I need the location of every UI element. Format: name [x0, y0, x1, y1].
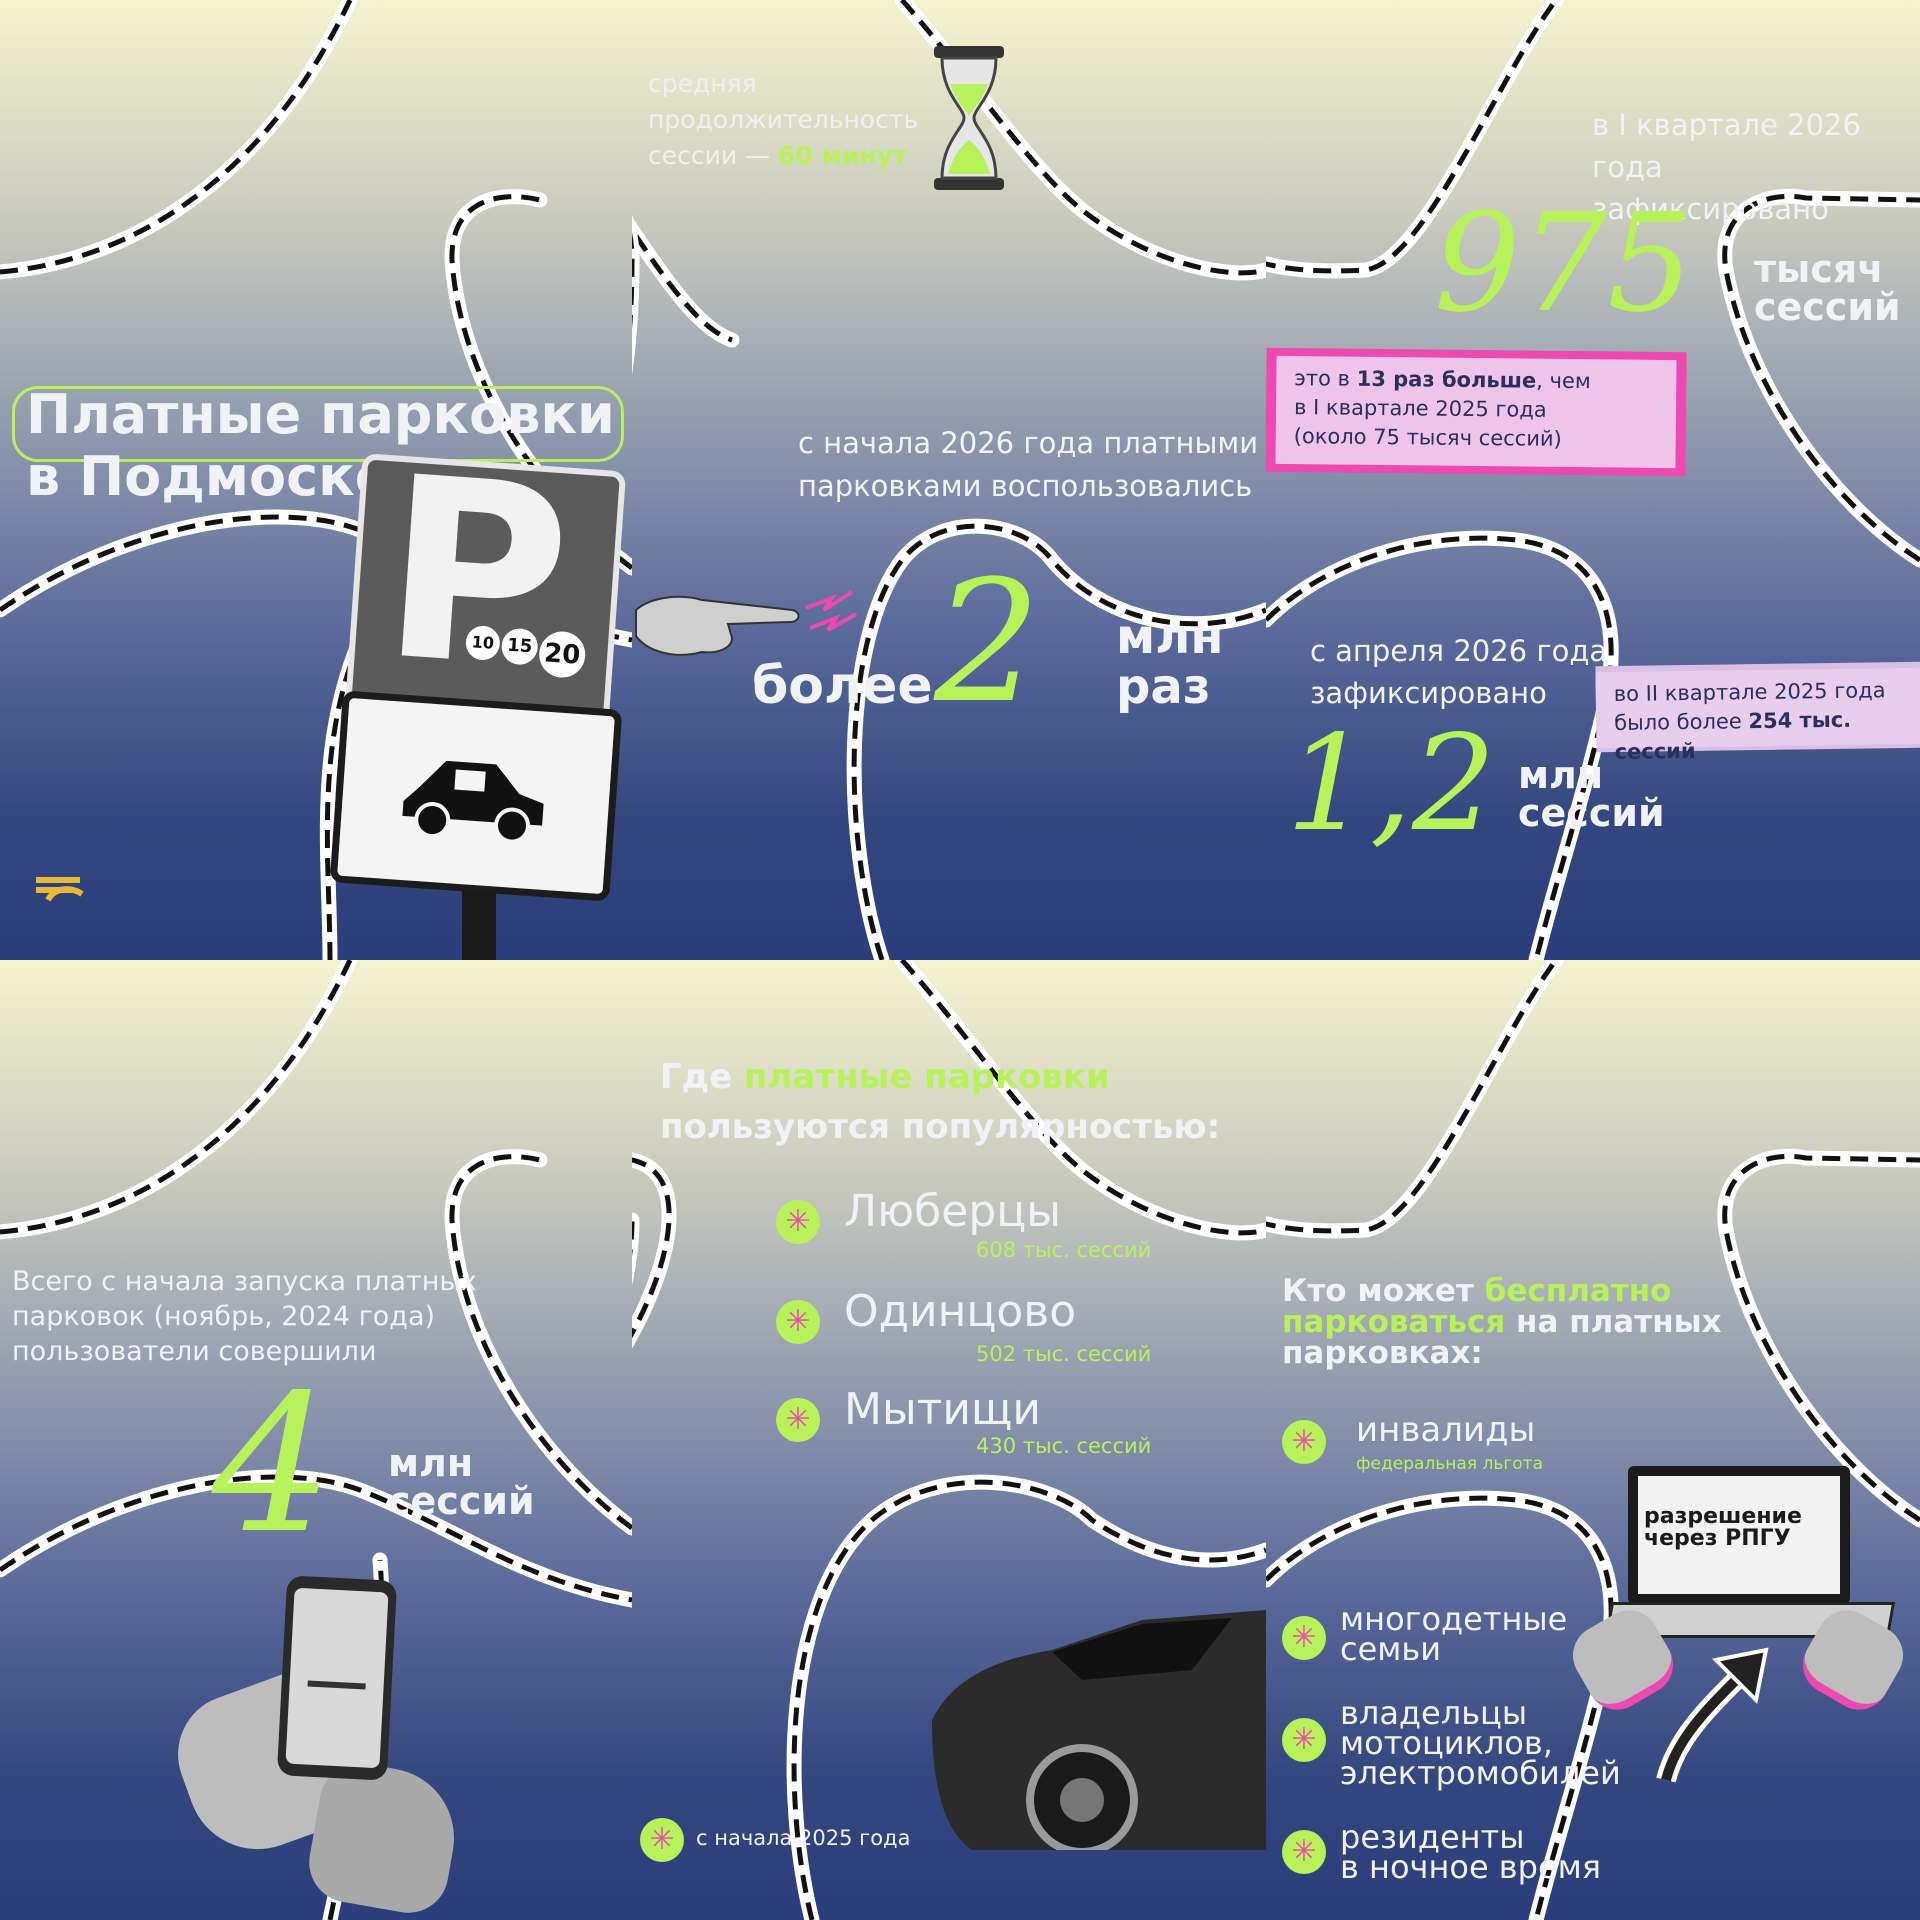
arrow-up-icon [1656, 1647, 1769, 1783]
q1-unit: тысяч сессий [1754, 247, 1901, 329]
free-item: инвалиды [1356, 1410, 1536, 1450]
popular-title: Где платные парковки пользуются популярн… [660, 1057, 1221, 1147]
laptop-screen [1628, 1466, 1850, 1604]
city-bullet-icon [776, 1300, 820, 1344]
car-plate [329, 690, 623, 902]
free-bullet-icon [1282, 1616, 1326, 1660]
laptop-text: разрешение через РПГУ [1644, 1504, 1802, 1551]
city-sessions: 502 тыс. сессий [976, 1342, 1152, 1366]
city-bullet-icon [776, 1398, 820, 1442]
dashed-curves [1266, 960, 1920, 1920]
car-icon [402, 760, 544, 844]
free-item: владельцы мотоциклов, электромобилей [1340, 1694, 1621, 1792]
hours-badge: 10 [464, 624, 501, 662]
parking-hours: 10 15 20 [464, 624, 587, 680]
duration-text: средняя продолжительность сессии — 60 ми… [648, 69, 919, 170]
panel-total: Всего с начала запуска платных парковок … [0, 960, 632, 1920]
april-unit: млн сессий [1518, 753, 1665, 835]
hours-badge: 15 [500, 627, 539, 666]
dashed-curves [1266, 0, 1920, 960]
free-item: многодетные семьи [1340, 1600, 1568, 1668]
hours-badge: 20 [537, 630, 587, 680]
total-unit: млн сессий [388, 1441, 535, 1523]
city-sessions: 608 тыс. сессий [976, 1238, 1152, 1262]
hourglass-icon [934, 46, 1004, 190]
since-2026-text: с начала 2026 года платными парковками в… [798, 426, 1259, 503]
spark-icon [805, 590, 857, 632]
panel-since-2026: средняя продолжительность сессии — 60 ми… [632, 0, 1266, 960]
city-name: Одинцово [844, 1286, 1077, 1337]
car-illustration [932, 1610, 1266, 1850]
dashed-curves [0, 960, 632, 1920]
free-bullet-icon [1282, 1420, 1326, 1464]
pointing-hand-icon [635, 595, 800, 656]
panel-free: Кто может бесплатно парковаться на платн… [1266, 960, 1920, 1920]
since-2026-number: 2 [934, 544, 1041, 740]
free-item-note: федеральная льгота [1356, 1454, 1543, 1474]
free-bullet-icon [1282, 1718, 1326, 1762]
q1-note-tape: это в 13 раз больше, чем в I квартале 20… [1266, 347, 1687, 477]
panel-intro: Платные парковки в Подмосковье P 10 15 2… [0, 0, 632, 960]
free-item: резиденты в ночное время [1340, 1818, 1602, 1886]
phone-device [276, 1575, 398, 1781]
q1-text: в I квартале 2026 года зафиксировано [1592, 108, 1861, 226]
city-name: Мытищи [844, 1384, 1041, 1435]
dashed-curves [632, 960, 1266, 1920]
brand-logo-icon [36, 877, 84, 902]
april-text: с апреля 2026 года зафиксировано [1310, 634, 1608, 710]
title-frame [12, 386, 624, 462]
free-bullet-icon [1282, 1830, 1326, 1874]
april-number: 1,2 [1286, 707, 1496, 861]
total-text: Всего с начала запуска платных парковок … [12, 1266, 477, 1367]
since-2026-unit: млн раз [1116, 609, 1224, 715]
q2-note: во II квартале 2025 года было более 254 … [1595, 667, 1920, 764]
popular-footnote: с начала 2025 года [696, 1826, 911, 1850]
total-number: 4 [212, 1354, 333, 1575]
city-bullet-icon [776, 1200, 820, 1244]
free-title: Кто может бесплатно парковаться на платн… [1282, 1273, 1722, 1371]
q1-note: это в 13 раз больше, чем в I квартале 20… [1275, 355, 1677, 469]
q2-note-tape: во II квартале 2025 года было более 254 … [1595, 661, 1920, 764]
q1-number: 975 [1434, 185, 1694, 343]
duration-value: 60 минут [778, 141, 908, 170]
hand-shape [302, 1756, 466, 1920]
city-name: Люберцы [844, 1186, 1061, 1237]
panel-popular: Где платные парковки пользуются популярн… [632, 960, 1266, 1920]
panel-quarters: в I квартале 2026 года зафиксировано 975… [1266, 0, 1920, 960]
laptop-illustration: разрешение через РПГУ [1562, 1466, 1914, 1726]
city-sessions: 430 тыс. сессий [976, 1434, 1152, 1458]
phone-illustration [161, 1575, 466, 1920]
footnote-star-icon [640, 1818, 684, 1862]
since-2026-prefix: более [752, 656, 933, 716]
